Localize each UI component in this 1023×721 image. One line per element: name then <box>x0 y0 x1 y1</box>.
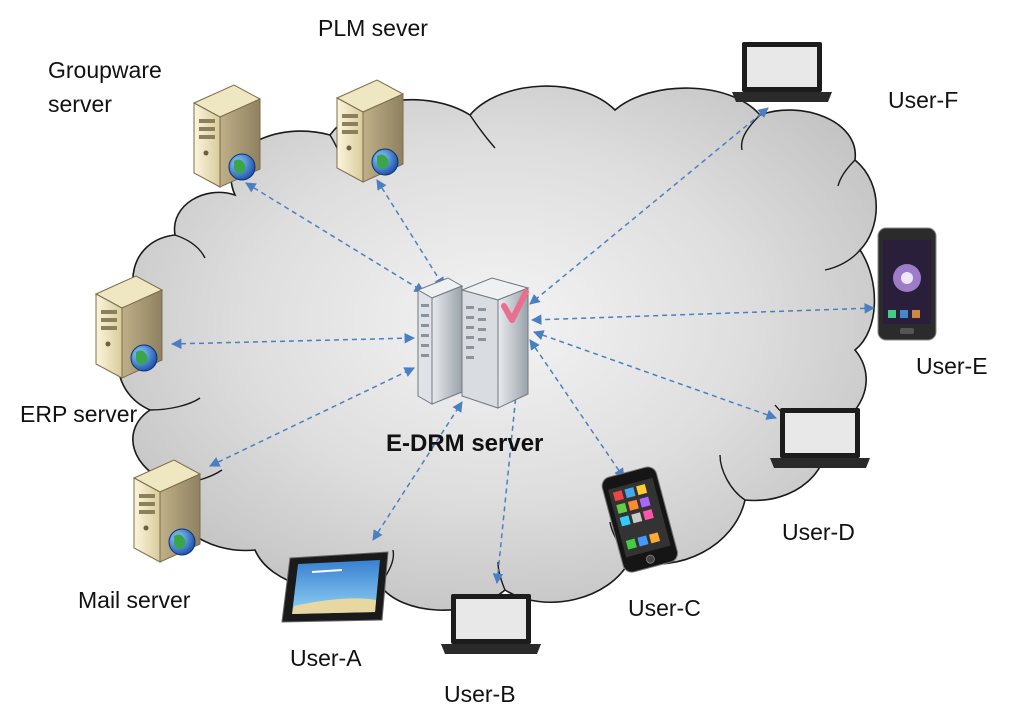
user-b-label: User-B <box>444 681 516 707</box>
e-drm-server-label: E-DRM server <box>386 430 544 457</box>
arrow-mail <box>209 367 415 467</box>
rack-server-check-icon <box>416 277 530 409</box>
groupware-server-label-line2: server <box>48 91 112 117</box>
user-c-label: User-C <box>628 595 701 621</box>
tablet-icon <box>281 551 389 623</box>
user-a-label: User-A <box>290 645 362 671</box>
user-d-label: User-D <box>782 519 855 545</box>
groupware-server-label-line1: Groupware <box>48 57 162 83</box>
arrow-user-d <box>533 330 777 420</box>
laptop-icon <box>732 42 832 102</box>
laptop-icon <box>770 408 870 468</box>
tower-server-globe-icon <box>192 84 262 188</box>
laptop-icon <box>441 594 541 654</box>
arrow-user-f <box>529 107 769 305</box>
user-e-label: User-E <box>916 353 988 379</box>
smartphone-icon <box>601 466 679 573</box>
arrow-user-a <box>372 401 463 541</box>
erp-server-label: ERP server <box>20 401 138 427</box>
arrow-erp <box>170 332 416 350</box>
smartphone-icon <box>877 227 937 341</box>
arrow-user-e <box>530 303 876 325</box>
tower-server-globe-icon <box>335 79 405 183</box>
tower-server-globe-icon <box>94 275 164 379</box>
user-f-label: User-F <box>888 87 959 113</box>
plm-server-label: PLM sever <box>318 15 428 41</box>
tower-server-globe-icon <box>132 459 202 563</box>
mail-server-label: Mail server <box>78 587 191 613</box>
arrow-plm <box>376 179 445 288</box>
connection-arrows <box>170 107 876 585</box>
